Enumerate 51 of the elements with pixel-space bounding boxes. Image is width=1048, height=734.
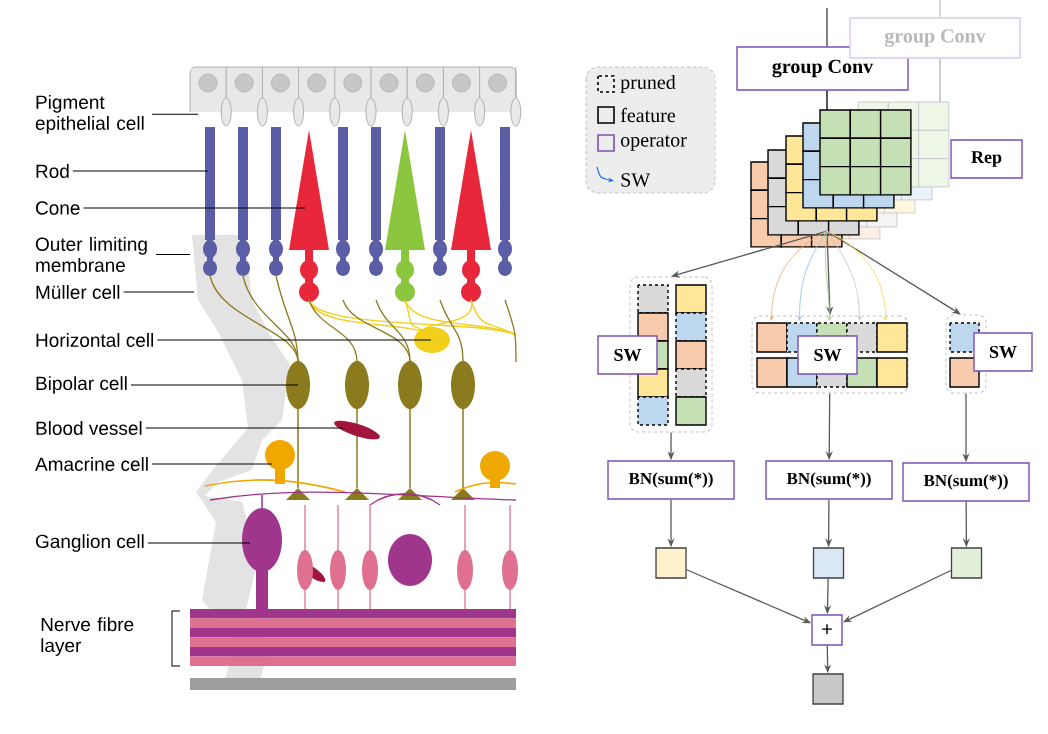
leader-line	[145, 427, 344, 429]
feature-square	[950, 547, 983, 579]
operator-box: SW	[597, 335, 658, 375]
legend-text: operator	[621, 135, 687, 151]
part-label: Outer limiting membrane	[35, 237, 147, 272]
arrow	[769, 230, 828, 321]
operator-box: BN(sum(*))	[607, 460, 735, 500]
part-label: Bipolar cell	[36, 376, 127, 394]
connector-line	[826, 90, 828, 111]
arrow	[826, 230, 888, 321]
layer-label: Nerve fibre layer	[41, 617, 134, 656]
operator-box: BN(sum(*))	[765, 460, 893, 500]
operator-box: SW	[973, 332, 1033, 372]
connector-line	[939, 58, 941, 103]
arrow	[826, 230, 961, 315]
feature-square	[655, 547, 687, 579]
part-label: Müller cell	[36, 285, 120, 299]
part-label: Rod	[36, 164, 69, 178]
leader-line	[151, 463, 273, 465]
part-label: Blood vessel	[36, 421, 142, 435]
connector-line	[939, 0, 941, 18]
leader-line	[147, 542, 251, 544]
leader-line	[156, 339, 432, 341]
connector-line	[826, 7, 828, 47]
leader-line	[130, 384, 299, 386]
part-label: Horizontal cell	[36, 333, 153, 347]
arrow	[797, 230, 828, 321]
part-label: Cone	[35, 201, 80, 215]
legend-text: SW	[621, 173, 651, 187]
operator-box: Rep	[950, 139, 1023, 179]
feature-square	[812, 673, 844, 705]
operator-box: SW	[797, 335, 858, 375]
part-label: Amacrine cell	[35, 457, 148, 471]
operator-box: group Conv	[736, 46, 909, 91]
operator-box: BN(sum(*))	[902, 462, 1030, 502]
legend-text: pruned	[620, 74, 676, 94]
leader-line	[151, 113, 199, 115]
faded-operator-box: group Conv	[849, 17, 1021, 59]
sum-box: +	[811, 614, 843, 646]
leader-line	[155, 254, 191, 255]
leader-line	[123, 291, 195, 293]
arrow	[826, 230, 862, 321]
feature-stack-drawing	[750, 101, 950, 248]
legend-text: feature	[620, 107, 676, 123]
arrow	[824, 230, 832, 321]
part-label: Ganglion cell	[35, 534, 144, 552]
leader-line	[82, 207, 306, 209]
part-label: Pigment epithelial cell	[35, 95, 144, 134]
feature-square	[812, 547, 845, 579]
feature-group	[945, 314, 987, 394]
leader-line	[72, 170, 209, 172]
